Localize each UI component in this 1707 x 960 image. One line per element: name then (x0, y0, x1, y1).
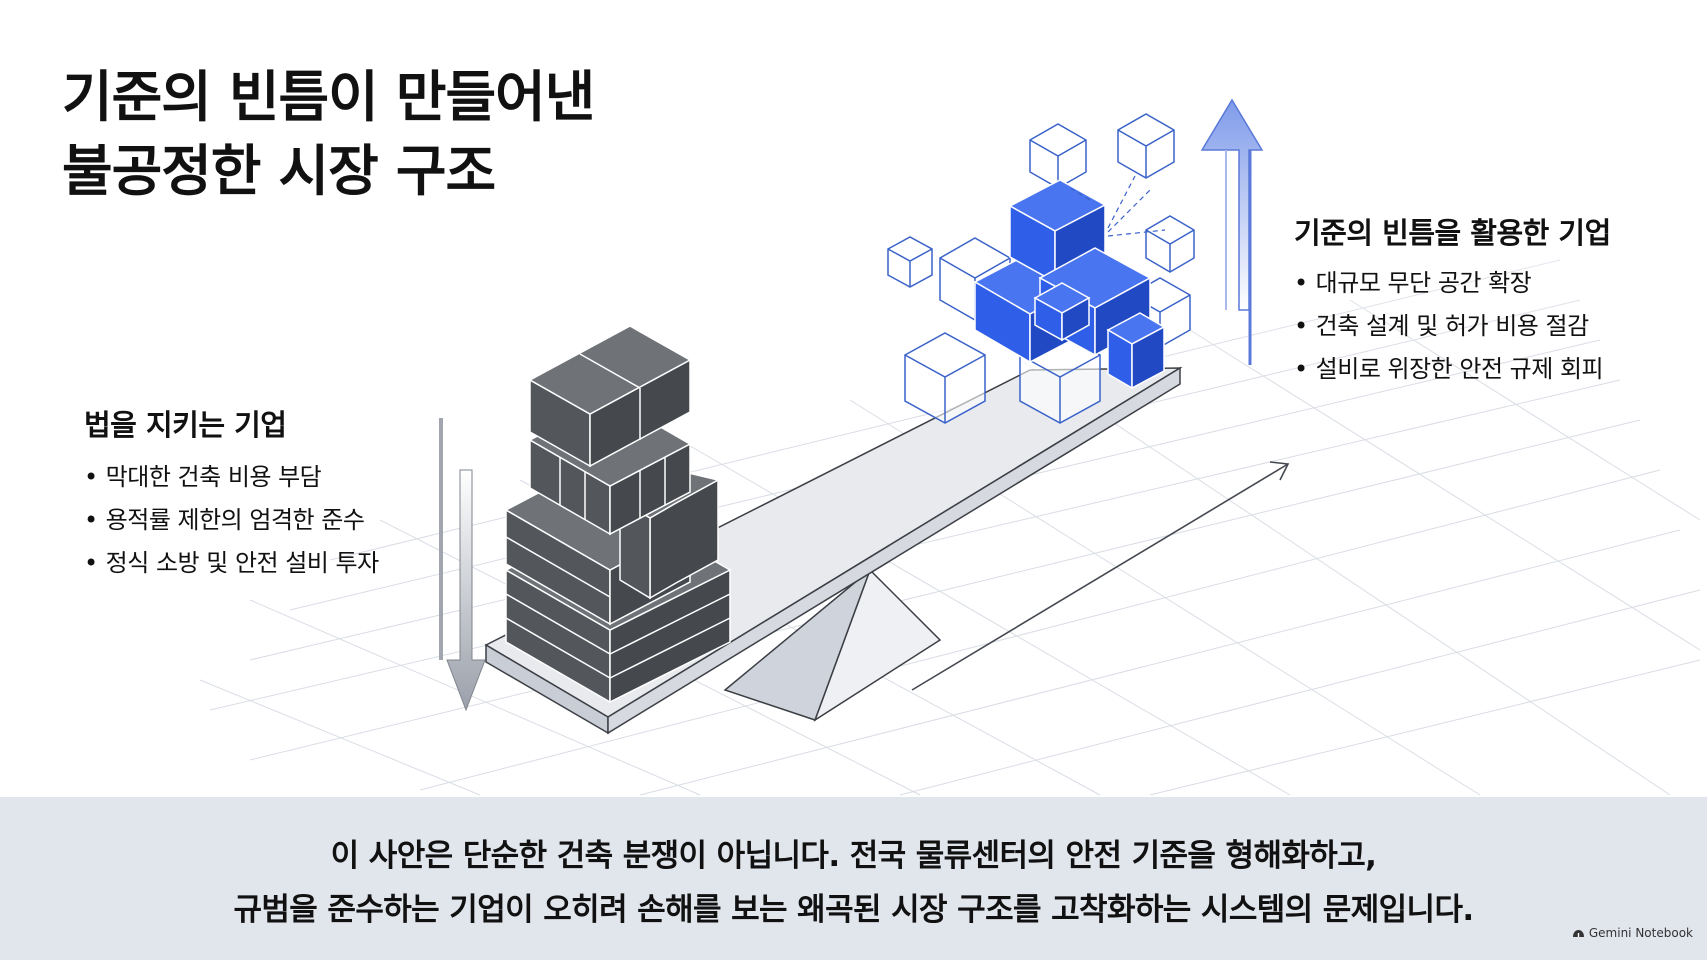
gray-block-stack (504, 325, 732, 704)
list-item: 건축 설계 및 허가 비용 절감 (1294, 305, 1603, 348)
down-arrow-icon (439, 418, 486, 712)
outline-cube (904, 332, 986, 424)
list-item: 설비로 위장한 안전 규제 회피 (1294, 348, 1604, 391)
motion-lines (1069, 175, 1166, 237)
blue-block (1033, 282, 1091, 342)
gemini-logo-icon (1572, 929, 1584, 937)
list-item: 정식 소방 및 안전 설비 투자 (84, 542, 380, 585)
up-arrow-icon (1200, 98, 1264, 365)
page-title: 기준의 빈틈이 만들어낸 불공정한 시장 구조 (62, 60, 595, 208)
summary-banner: 이 사안은 단순한 건축 분쟁이 아닙니다. 전국 물류센터의 안전 기준을 형… (0, 797, 1707, 960)
list-item: 용적률 제한의 엄격한 준수 (84, 499, 379, 542)
seesaw-fulcrum (723, 567, 942, 722)
banner-text-line-2: 규범을 준수하는 기업이 오히려 손해를 보는 왜곡된 시장 구조를 고착화하는… (233, 892, 1474, 928)
list-item: 대규모 무단 공간 확장 (1294, 262, 1603, 305)
outline-cube (1145, 215, 1195, 273)
banner-text-line-1: 이 사안은 단순한 건축 분쟁이 아닙니다. 전국 물류센터의 안전 기준을 형… (330, 838, 1377, 874)
right-group-heading: 기준의 빈틈을 활용한 기업 (1294, 216, 1611, 250)
outline-cube (1117, 113, 1175, 179)
diagonal-arrow-icon (911, 461, 1290, 691)
blue-cube-cluster (887, 113, 1195, 424)
seesaw-illustration (0, 0, 1707, 797)
left-group-heading: 법을 지키는 기업 (84, 408, 287, 442)
brand-mark: Gemini Notebook (1572, 926, 1693, 940)
title-line-1: 기준의 빈틈이 만들어낸 (62, 65, 595, 129)
brand-label: Gemini Notebook (1588, 926, 1693, 940)
outline-cube (1029, 123, 1087, 189)
left-group-bullet-list: 막대한 건축 비용 부담 용적률 제한의 엄격한 준수 정식 소방 및 안전 설… (84, 456, 380, 585)
gray-block (528, 325, 692, 468)
right-group-bullet-list: 대규모 무단 공간 확장 건축 설계 및 허가 비용 절감 설비로 위장한 안전… (1294, 262, 1604, 391)
title-line-2: 불공정한 시장 구조 (62, 139, 496, 203)
outline-cube (887, 236, 933, 288)
list-item: 막대한 건축 비용 부담 (84, 456, 379, 499)
blue-block (1106, 312, 1166, 390)
